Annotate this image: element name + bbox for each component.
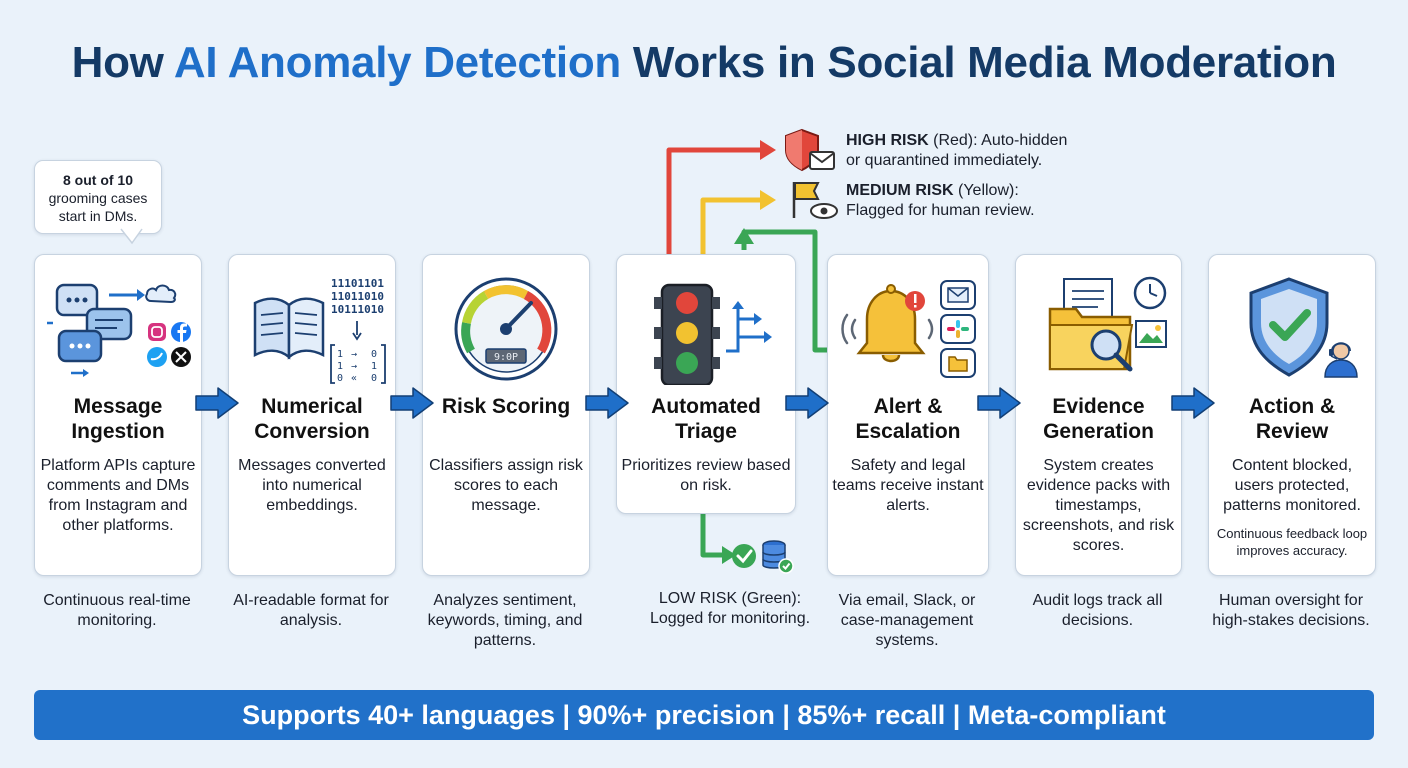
low-risk-connector [700,514,724,558]
callout-text: grooming cases start in DMs. [48,190,148,224]
medium-risk-arrowhead [760,190,776,210]
high-risk-arrowhead [760,140,776,160]
step-footnote-scoring: Analyzes sentiment, keywords, timing, an… [427,592,583,649]
step-footnote-ingestion: Continuous real-time monitoring. [43,592,191,629]
callout-tail [120,228,143,245]
step-note: Continuous feedback loop improves accura… [1216,526,1368,558]
step-title: Evidence Generation [1043,395,1154,443]
matrix-cell: 1 [337,361,343,372]
binary-row: 11011010 [331,290,384,303]
step-card-automated-triage: Automated Triage Prioritizes review base… [616,254,796,514]
check-database-icon [732,540,794,574]
medium-risk-title: MEDIUM RISK [846,182,954,199]
flow-arrow-icon [785,387,829,419]
title-highlight: AI Anomaly Detection [173,38,621,87]
step-description: Messages converted into numerical embedd… [238,457,386,514]
evidence-folder-icon [1016,265,1181,385]
feedback-loop-arrowhead [734,228,754,244]
high-risk-text: Auto-hidden or quarantined immediately. [846,132,1068,169]
step-card-numerical-conversion: 11101101 11011010 10111010 1 → 0 1 → 1 0… [228,254,396,576]
step-title: Automated Triage [651,395,761,443]
shield-check-icon [1209,265,1375,385]
medium-risk-connector [700,197,760,254]
matrix-cell: → [351,361,357,372]
low-risk-arrowhead [722,546,736,564]
matrix-cell: 0 [371,349,377,360]
medium-risk-label: MEDIUM RISK (Yellow): Flagged for human … [846,181,1076,221]
step-description: Classifiers assign risk scores to each m… [429,457,583,514]
step-card-risk-scoring: 9:0P Risk Scoring Classifiers assign ris… [422,254,590,576]
matrix-cell: 1 [371,361,377,372]
step-title: Message Ingestion [71,395,165,443]
page-title: How AI Anomaly Detection Works in Social… [0,38,1408,88]
medium-risk-color: (Yellow): [958,182,1019,199]
title-pre: How [71,38,174,87]
step-card-evidence-generation: Evidence Generation System creates evide… [1015,254,1182,576]
low-risk-text: Logged for monitoring. [649,610,811,627]
alert-bell-icon [828,265,988,385]
medium-risk-text: Flagged for human review. [846,202,1035,219]
high-risk-label: HIGH RISK (Red): Auto-hidden or quaranti… [846,131,1086,171]
step-footnote-conversion: AI-readable format for analysis. [233,592,389,629]
step-description: Platform APIs capture comments and DMs f… [40,457,196,534]
step-title: Action & Review [1248,395,1336,443]
binary-row: 10111010 [331,303,384,316]
matrix-cell: 1 [337,349,343,360]
step-card-alert-escalation: Alert & Escalation Safety and legal team… [827,254,989,576]
title-post: Works in Social Media Moderation [620,38,1337,87]
flow-arrow-icon [1171,387,1215,419]
step-card-action-review: Action & Review Content blocked, users p… [1208,254,1376,576]
binary-row: 11101101 [331,277,384,290]
flow-arrow-icon [977,387,1021,419]
step-card-message-ingestion: Message Ingestion Platform APIs capture … [34,254,202,576]
matrix-cell: 0 [371,373,377,384]
book-binary-icon: 11101101 11011010 10111010 1 → 0 1 → 1 0… [229,265,395,385]
step-title: Numerical Conversion [254,395,370,443]
shield-mail-icon [785,128,835,172]
step-footnote-alert: Via email, Slack, or case-management sys… [838,592,976,649]
matrix-cell: 0 [337,373,343,384]
step-title: Risk Scoring [441,395,571,418]
step-title: Alert & Escalation [855,395,961,443]
flow-arrow-icon [390,387,434,419]
gauge-readout: 9:0P [494,352,518,363]
matrix-cell: « [351,373,357,384]
high-risk-connector [666,147,760,254]
traffic-light-icon [617,265,795,385]
gauge-icon: 9:0P [423,265,589,385]
flow-arrow-icon [585,387,629,419]
matrix-cell: → [351,349,357,360]
step-description: Content blocked, users protected, patter… [1223,457,1361,514]
chat-bubbles-social-icon [35,265,201,385]
stat-callout-bubble: 8 out of 10 grooming cases start in DMs. [34,160,162,234]
flow-arrow-icon [195,387,239,419]
step-description: System creates evidence packs with times… [1022,457,1175,554]
high-risk-color: (Red): [933,132,978,149]
stats-banner: Supports 40+ languages | 90%+ precision … [34,690,1374,740]
step-footnote-evidence: Audit logs track all decisions. [1032,592,1163,629]
step-description: Prioritizes review based on risk. [621,457,791,494]
low-risk-label: LOW RISK (Green): Logged for monitoring. [640,589,820,629]
low-risk-title: LOW RISK (Green): [658,590,802,607]
step-footnote-review: Human oversight for high-stakes decision… [1212,592,1370,629]
step-description: Safety and legal teams receive instant a… [832,457,984,514]
high-risk-title: HIGH RISK [846,132,929,149]
callout-bold-text: 8 out of 10 [62,172,133,188]
flag-eye-icon [792,182,838,219]
